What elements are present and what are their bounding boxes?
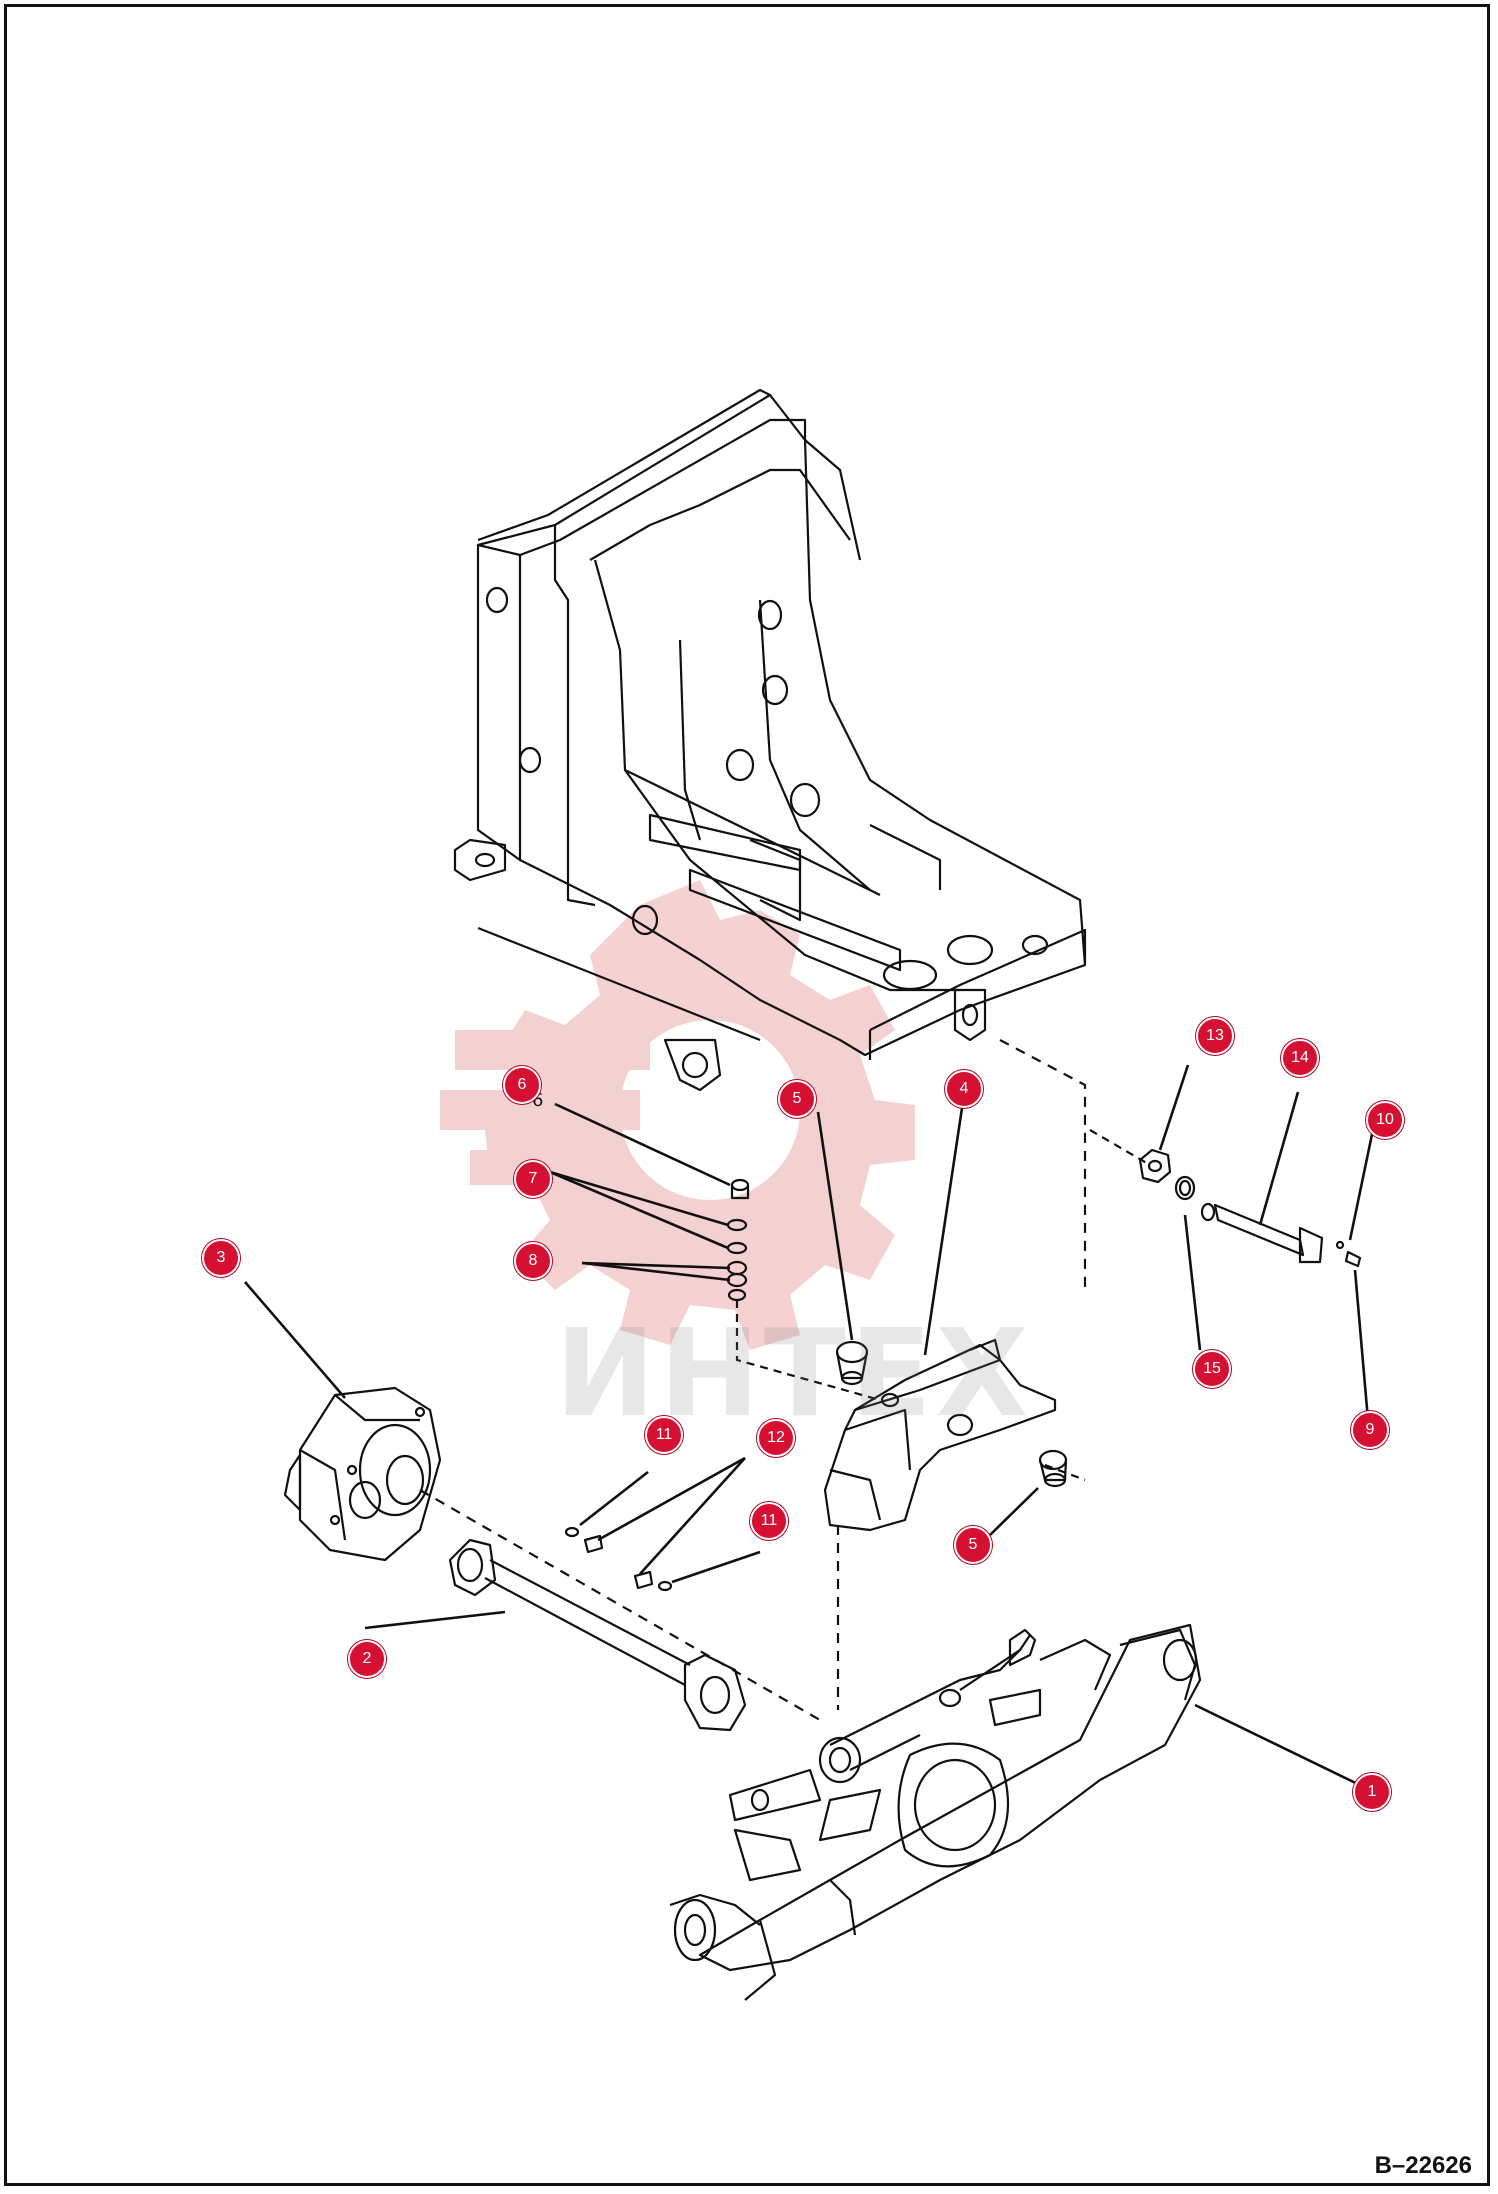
callout-5-lower-badge[interactable]: 5: [954, 1526, 992, 1564]
callout-leaders: [244, 1064, 1377, 1792]
callout-11-lower-badge[interactable]: 11: [750, 1502, 788, 1540]
callout-14-badge[interactable]: 14: [1281, 1039, 1319, 1077]
gearbox: [283, 1386, 442, 1562]
ghost-numeral-6: 6: [532, 1090, 544, 1111]
drawing-frame: [4, 4, 1490, 2186]
rear-axle-assembly: [669, 1623, 1202, 2001]
callout-7-badge[interactable]: 7: [514, 1160, 552, 1198]
callout-4-badge[interactable]: 4: [945, 1070, 983, 1108]
pivot-pin-group: [1138, 1148, 1362, 1268]
callout-15-badge[interactable]: 15: [1193, 1350, 1231, 1388]
callout-12-badge[interactable]: 12: [757, 1419, 795, 1457]
dashed-line-driveline: [419, 1489, 821, 1721]
callout-1-badge[interactable]: 1: [1353, 1773, 1391, 1811]
driveshaft: [448, 1538, 747, 1732]
callout-11-upper-badge[interactable]: 11: [645, 1416, 683, 1454]
drawing-number: B–22626: [1374, 2152, 1472, 2179]
main-frame: [453, 388, 1087, 1092]
callout-8-badge[interactable]: 8: [514, 1242, 552, 1280]
callout-2-badge[interactable]: 2: [348, 1640, 386, 1678]
bushing-upper: [835, 1340, 869, 1386]
callout-13-badge[interactable]: 13: [1196, 1017, 1234, 1055]
bushing-lower: [1038, 1449, 1068, 1488]
dashed-line-frame-pin: [999, 1039, 1087, 1290]
callout-5-badge[interactable]: 5: [778, 1080, 816, 1118]
watermark-gear: [440, 880, 915, 1350]
pivot-mount-bracket: [823, 1338, 1057, 1532]
callout-3-badge[interactable]: 3: [202, 1239, 240, 1277]
callout-10-badge[interactable]: 10: [1366, 1101, 1404, 1139]
callout-9-badge[interactable]: 9: [1351, 1411, 1389, 1449]
dashed-line-washers: [735, 1300, 881, 1402]
fastener-set: [564, 1526, 673, 1592]
watermark-text: ИНТЕХ: [555, 1305, 1033, 1444]
callout-6-badge[interactable]: 6: [503, 1066, 541, 1104]
